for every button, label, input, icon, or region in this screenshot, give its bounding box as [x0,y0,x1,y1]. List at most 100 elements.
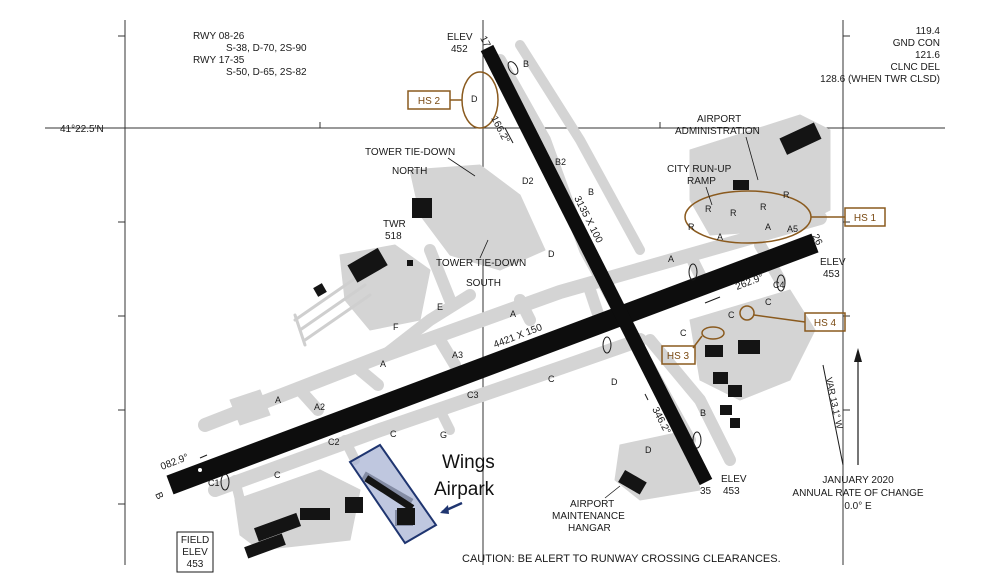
hs2-label: HS 2 [418,96,441,107]
taxiway-b-north [515,40,645,255]
taxiway-b-south [644,334,736,466]
caution-text: CAUTION: BE ALERT TO RUNWAY CROSSING CLE… [462,553,781,565]
taxiway-label-c3: C3 [467,390,479,400]
taxiway-label-d2: D2 [522,176,534,186]
taxiway-label-a-mid: A [510,309,516,319]
wings-airpark-line1: Wings [442,452,495,473]
hs4-circle [739,305,755,321]
taxiway-label-a-w: A [380,359,386,369]
magvar-date: JANUARY 2020 [822,475,894,486]
field-elev-1: FIELD [181,535,209,546]
runway-end-26: 26 [809,232,824,247]
runway-end-17: 17 [477,34,492,49]
field-elev-3: 453 [187,559,204,570]
taxiway-label-d-mid: D [548,249,555,259]
hs3-label: HS 3 [667,351,690,362]
freq-2: GND CON [893,38,940,49]
elev-east-label: ELEV [820,257,846,268]
taxiway-label-a2: A2 [314,402,325,412]
freq-1: 119.4 [916,26,941,37]
taxiway-label-d-south: D [611,377,618,387]
runway-08-26 [166,233,819,495]
hs3-ellipse [701,326,725,340]
runway-info-2: S-38, D-70, 2S-90 [226,43,307,54]
taxiway-label-b2: B2 [555,157,566,167]
latitude-label: 41°22.5'N [60,124,104,135]
maint-1: AIRPORT [570,499,614,510]
magvar-label: VAR 13.1° W [824,376,845,430]
taxiway-label-a5: A5 [787,224,798,234]
taxiway-label-r5: R [688,222,695,232]
building-admin [779,122,822,155]
taxiway-label-a-far-w: A [275,395,281,405]
hs4-box [804,312,846,332]
freq-5: 128.6 (WHEN TWR CLSD) [820,74,940,85]
hs1-label: HS 1 [854,213,877,224]
airport-admin-1: AIRPORT [697,114,741,125]
building-runup [733,180,749,190]
wings-airpark-line2: Airpark [434,479,495,500]
taxiway-label-r2: R [730,208,737,218]
apron-tower-north [409,164,546,271]
elev-south-label: ELEV [721,474,747,485]
taxiway-label-c-mid: C [548,374,555,384]
runway-info-1: RWY 08-26 [193,31,245,42]
taxiway-label-c-hs3: C [680,328,687,338]
labels: RWY 08-26 S-38, D-70, 2S-90 RWY 17-35 S-… [60,26,941,573]
taxiway-label-r3: R [760,202,767,212]
taxiway-label-c-w: C [274,470,281,480]
twr-value: 518 [385,231,402,242]
buildings [244,122,822,559]
runway-info-3: RWY 17-35 [193,55,245,66]
taxiway-label-g: G [440,430,447,440]
tower-tiedown-south-2: SOUTH [466,278,501,289]
wings-airpark-highlight [348,443,463,545]
taxiway-label-c2: C2 [328,437,340,447]
taxiway-label-b-south: B [700,408,706,418]
magvar-rate-value: 0.0° E [844,501,872,512]
freq-4: CLNC DEL [891,62,941,73]
taxiway-label-b-mid: B [588,187,594,197]
taxiway-label-c-sw: C [390,429,397,439]
runup-2: RAMP [687,176,716,187]
taxiway-b-west: B [152,491,165,502]
tower-tiedown-north-1: TOWER TIE-DOWN [365,147,455,158]
taxiway-label-a-east2: A [765,222,771,232]
runway-info-4: S-50, D-65, 2S-82 [226,67,307,78]
taxiway-label-a-3: A [668,254,674,264]
taxiway-label-c-east: C [765,297,772,307]
runway-17-35 [480,44,713,486]
hs1-box [844,207,886,227]
apron-tower-south [339,244,431,331]
airport-admin-2: ADMINISTRATION [675,126,760,137]
maint-3: HANGAR [568,523,611,534]
taxiway-label-e: E [437,302,443,312]
field-elev-2: ELEV [182,547,208,558]
runways [166,44,819,495]
north-arrow [822,348,862,466]
elev-south-value: 453 [723,486,740,497]
runup-1: CITY RUN-UP [667,164,732,175]
heading-166: 166.2° [488,114,511,145]
taxiway-label-c4: C4 [773,280,785,290]
taxiway-c [208,333,647,497]
taxiway-label-b: B [523,59,529,69]
field-elev-box [176,531,214,573]
hs2-box [407,90,451,110]
taxiway-label-d: D [471,94,478,104]
maint-2: MAINTENANCE [552,511,625,522]
taxiway-label-a3: A3 [452,350,463,360]
taxiway-label-r1: R [705,204,712,214]
hot-spots [407,71,886,365]
taxiway-label-f: F [393,322,399,332]
twr-label: TWR [383,219,406,230]
tower-tiedown-south-1: TOWER TIE-DOWN [436,258,526,269]
magvar-rate-line: ANNUAL RATE OF CHANGE [792,488,923,499]
runway-end-35: 35 [700,486,712,497]
elev-north-value: 452 [451,44,468,55]
elev-east-value: 453 [823,269,840,280]
tower-marker [407,260,413,266]
freq-3: 121.6 [915,50,940,61]
tower-tiedown-north-2: NORTH [392,166,427,177]
